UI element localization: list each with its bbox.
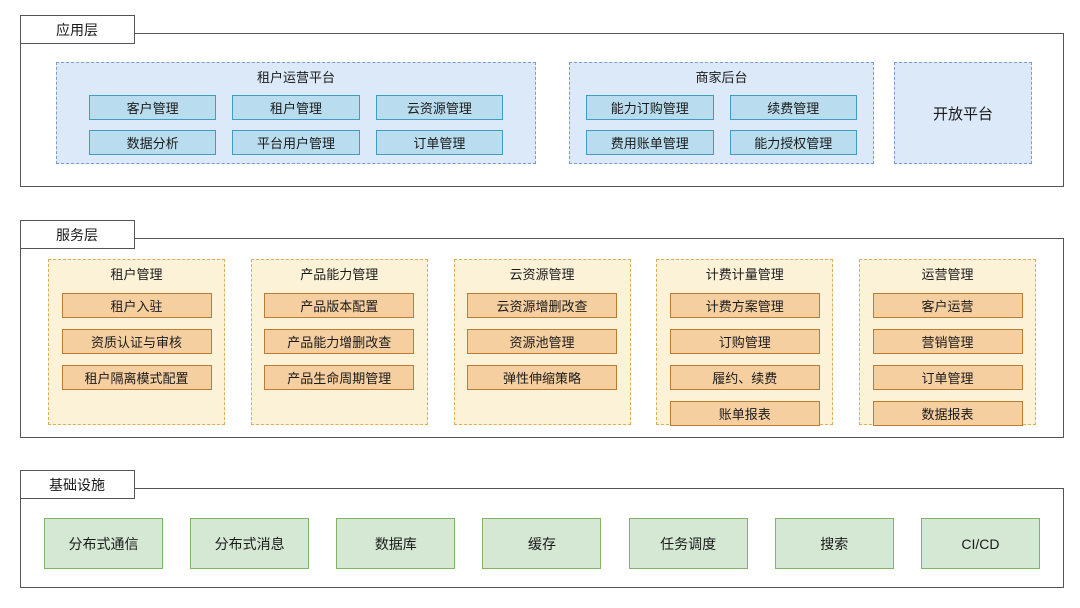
infra-box-database: 数据库 xyxy=(336,518,456,569)
module-box: 订单管理 xyxy=(375,130,503,155)
layer-service-tab: 服务层 xyxy=(19,220,135,249)
layer-infrastructure: 基础设施 分布式通信 分布式消息 数据库 缓存 任务调度 搜索 CI/CD xyxy=(19,470,1064,588)
infra-box-task-scheduling: 任务调度 xyxy=(628,518,748,569)
group-title: 云资源管理 xyxy=(509,267,575,282)
module-box: 租户入驻 xyxy=(61,293,212,318)
module-box: 账单报表 xyxy=(669,401,820,426)
group-title: 租户运营平台 xyxy=(256,70,335,85)
module-box: 租户管理 xyxy=(232,95,360,120)
layer-infrastructure-tab: 基础设施 xyxy=(19,470,135,499)
module-box: 履约、续费 xyxy=(669,365,820,390)
module-box: 资源池管理 xyxy=(467,329,617,354)
group-items: 计费方案管理 订购管理 履约、续费 账单报表 xyxy=(657,293,832,426)
group-items: 租户入驻 资质认证与审核 租户隔离模式配置 xyxy=(49,293,224,390)
module-box: 数据报表 xyxy=(872,401,1023,426)
infrastructure-items-row: 分布式通信 分布式消息 数据库 缓存 任务调度 搜索 CI/CD xyxy=(44,518,1040,569)
module-box: 客户管理 xyxy=(89,95,217,120)
infra-box-distributed-messaging: 分布式消息 xyxy=(190,518,310,569)
layer-application-label: 应用层 xyxy=(56,21,98,38)
module-box: 营销管理 xyxy=(872,329,1023,354)
module-box: 续费管理 xyxy=(729,95,857,120)
module-box: 费用账单管理 xyxy=(586,130,714,155)
group-title: 产品能力管理 xyxy=(300,267,379,282)
module-box: 平台用户管理 xyxy=(232,130,360,155)
module-box: 产品生命周期管理 xyxy=(264,365,415,390)
layer-service-label: 服务层 xyxy=(56,226,98,243)
group-tenant-management: 租户管理 租户入驻 资质认证与审核 租户隔离模式配置 xyxy=(48,259,225,425)
service-groups-row: 租户管理 租户入驻 资质认证与审核 租户隔离模式配置 产品能力管理 产品版本配置… xyxy=(48,259,1036,426)
module-box: 弹性伸缩策略 xyxy=(467,365,617,390)
module-box: 计费方案管理 xyxy=(669,293,820,318)
module-box: 产品版本配置 xyxy=(264,293,415,318)
layer-infrastructure-label: 基础设施 xyxy=(49,476,105,493)
group-title: 商家后台 xyxy=(695,70,748,85)
infra-box-cicd: CI/CD xyxy=(920,518,1040,569)
group-billing-metering-management: 计费计量管理 计费方案管理 订购管理 履约、续费 账单报表 xyxy=(656,259,834,426)
group-items: 云资源增删改查 资源池管理 弹性伸缩策略 xyxy=(455,293,630,390)
group-items-grid: 能力订购管理 续费管理 费用账单管理 能力授权管理 xyxy=(586,95,857,155)
module-box: 租户隔离模式配置 xyxy=(61,365,212,390)
module-box: 能力授权管理 xyxy=(729,130,857,155)
group-title: 运营管理 xyxy=(921,267,974,282)
module-box: 云资源增删改查 xyxy=(467,293,617,318)
group-items-grid: 客户管理 租户管理 云资源管理 数据分析 平台用户管理 订单管理 xyxy=(89,95,503,155)
module-box: 数据分析 xyxy=(89,130,217,155)
layer-application-tab: 应用层 xyxy=(19,15,135,44)
module-box: 客户运营 xyxy=(872,293,1023,318)
layer-service: 服务层 租户管理 租户入驻 资质认证与审核 租户隔离模式配置 产品能力管理 产品… xyxy=(19,220,1064,438)
group-cloud-resource-management: 云资源管理 云资源增删改查 资源池管理 弹性伸缩策略 xyxy=(453,259,631,425)
infra-box-search: 搜索 xyxy=(774,518,894,569)
group-tenant-operation-platform: 租户运营平台 客户管理 租户管理 云资源管理 数据分析 平台用户管理 订单管理 xyxy=(56,62,536,164)
group-merchant-backend: 商家后台 能力订购管理 续费管理 费用账单管理 能力授权管理 xyxy=(569,62,874,164)
group-title: 计费计量管理 xyxy=(705,267,784,282)
module-box: 产品能力增删改查 xyxy=(264,329,415,354)
module-box: 能力订购管理 xyxy=(586,95,714,120)
module-box: 云资源管理 xyxy=(375,95,503,120)
module-box: 资质认证与审核 xyxy=(61,329,212,354)
group-items: 产品版本配置 产品能力增删改查 产品生命周期管理 xyxy=(252,293,427,390)
infra-box-distributed-communication: 分布式通信 xyxy=(44,518,163,569)
group-title: 租户管理 xyxy=(110,267,163,282)
group-operation-management: 运营管理 客户运营 营销管理 订单管理 数据报表 xyxy=(859,259,1036,426)
group-product-capability-management: 产品能力管理 产品版本配置 产品能力增删改查 产品生命周期管理 xyxy=(250,259,428,425)
group-items: 客户运营 营销管理 订单管理 数据报表 xyxy=(860,293,1035,426)
module-box: 订购管理 xyxy=(669,329,820,354)
infra-box-cache: 缓存 xyxy=(482,518,602,569)
layer-application: 应用层 租户运营平台 客户管理 租户管理 云资源管理 数据分析 平台用户管理 订… xyxy=(19,15,1064,187)
group-open-platform: 开放平台 xyxy=(894,62,1032,164)
module-box: 订单管理 xyxy=(872,365,1023,390)
